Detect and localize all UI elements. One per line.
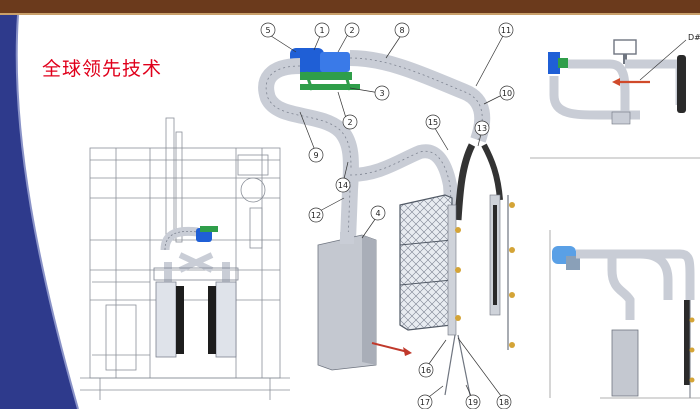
callout-17: 17 xyxy=(420,398,430,407)
callouts xyxy=(260,22,515,409)
callout-13: 13 xyxy=(477,124,487,133)
callout-labels: 5 1 2 8 11 3 2 9 10 14 13 15 12 4 16 17 … xyxy=(265,26,512,407)
callout-10: 10 xyxy=(502,89,512,98)
callout-14: 14 xyxy=(338,181,348,190)
callout-4: 4 xyxy=(375,209,380,218)
callout-15: 15 xyxy=(428,118,438,127)
callout-12: 12 xyxy=(311,211,321,220)
callout-1: 1 xyxy=(319,26,324,35)
callout-8: 8 xyxy=(399,26,404,35)
callout-2b: 2 xyxy=(347,118,352,127)
callout-2: 2 xyxy=(349,26,354,35)
header-divider xyxy=(0,13,700,15)
detail-arrow-icon xyxy=(612,78,620,86)
fan-bracket xyxy=(300,72,352,80)
header-bar xyxy=(0,0,700,13)
callout-3: 3 xyxy=(379,89,384,98)
top-right-detail: D# xyxy=(530,33,700,159)
callout-16: 16 xyxy=(421,366,431,375)
detail-label-d: D# xyxy=(688,33,700,42)
callout-9: 9 xyxy=(313,151,318,160)
callout-11: 11 xyxy=(501,26,511,35)
slide-title: 全球领先技术 xyxy=(42,58,163,80)
main-duct-system xyxy=(258,48,515,396)
left-wave-decoration xyxy=(0,15,79,409)
bottom-right-side-view xyxy=(549,230,700,399)
callout-18: 18 xyxy=(499,398,509,407)
detail-fan-icon xyxy=(548,52,560,74)
callout-19: 19 xyxy=(468,398,478,407)
left-extraction-unit xyxy=(153,226,239,358)
callout-5: 5 xyxy=(265,26,270,35)
airflow-arrow-icon xyxy=(403,347,412,356)
